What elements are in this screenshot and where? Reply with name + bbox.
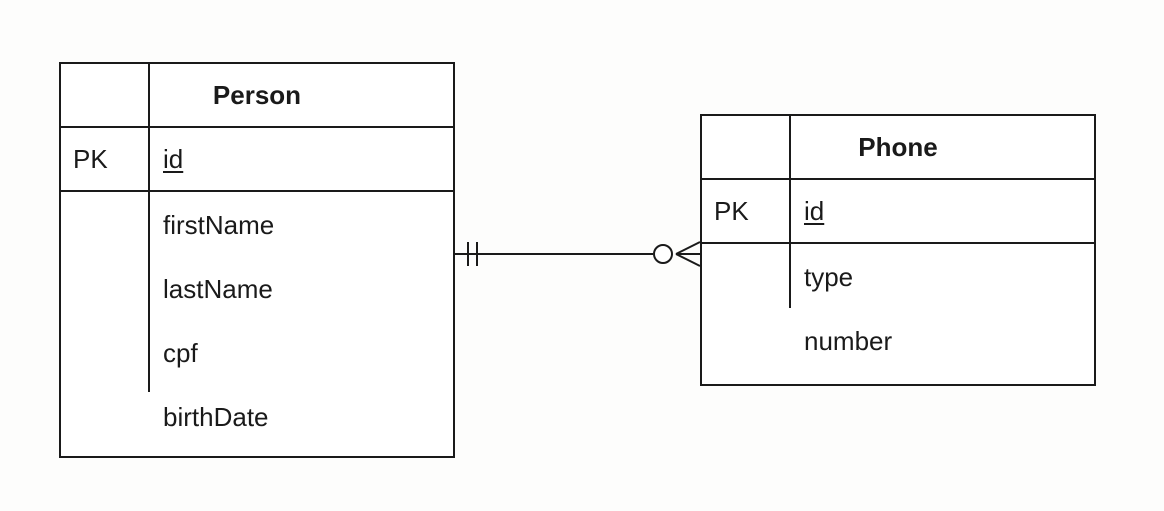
pk-attribute: id (163, 144, 184, 174)
primary-key-row: PK id (702, 180, 1094, 244)
pk-attribute: id (804, 196, 825, 226)
primary-key-row: PK id (61, 128, 453, 192)
attribute-list: type number (702, 244, 1094, 384)
attribute: lastName (163, 274, 273, 304)
attribute: firstName (163, 210, 275, 240)
zero-optional-circle (653, 244, 673, 264)
entity-person[interactable]: Person PK id firstName lastName cpf birt… (59, 62, 455, 458)
attribute: cpf (163, 338, 198, 368)
entity-title: Phone (702, 116, 1094, 180)
pk-label: PK (714, 196, 749, 226)
crows-foot-prong (675, 253, 701, 267)
entity-phone[interactable]: Phone PK id type number (700, 114, 1096, 386)
crows-foot-prong (675, 241, 701, 255)
attribute: number (804, 326, 893, 356)
attribute: type (804, 262, 854, 292)
pk-label: PK (73, 144, 108, 174)
column-divider (148, 64, 150, 392)
attribute: birthDate (163, 402, 269, 432)
attribute-list: firstName lastName cpf birthDate (61, 192, 453, 456)
entity-title: Person (61, 64, 453, 128)
column-divider (789, 116, 791, 308)
